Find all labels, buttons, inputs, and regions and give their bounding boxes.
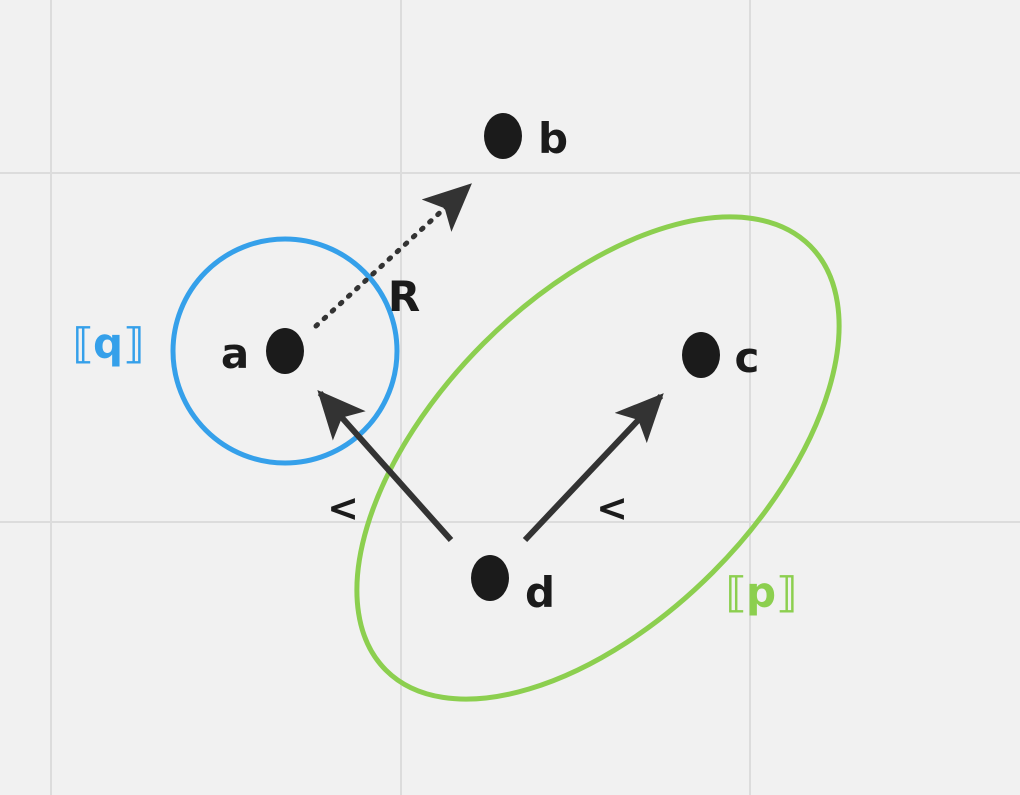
region-q-circle <box>170 236 400 466</box>
edge-d-c-label: < <box>596 486 628 530</box>
edge-a-to-b <box>313 183 472 329</box>
node-d <box>471 555 509 601</box>
region-q-label: ⟦q⟧ <box>73 319 144 368</box>
region-p-ellipse <box>354 214 842 702</box>
node-c <box>682 332 720 378</box>
node-b-label: b <box>538 114 568 163</box>
edge-d-to-a <box>317 390 454 542</box>
edge-a-b-label: R <box>388 272 420 321</box>
edge-d-to-c <box>522 393 664 543</box>
node-a <box>266 328 304 374</box>
region-p-label: ⟦p⟧ <box>726 568 797 617</box>
node-b <box>484 113 522 159</box>
node-a-label: a <box>221 329 249 378</box>
edge-d-a-label: < <box>327 486 359 530</box>
node-d-label: d <box>525 568 555 617</box>
node-c-label: c <box>735 333 760 382</box>
